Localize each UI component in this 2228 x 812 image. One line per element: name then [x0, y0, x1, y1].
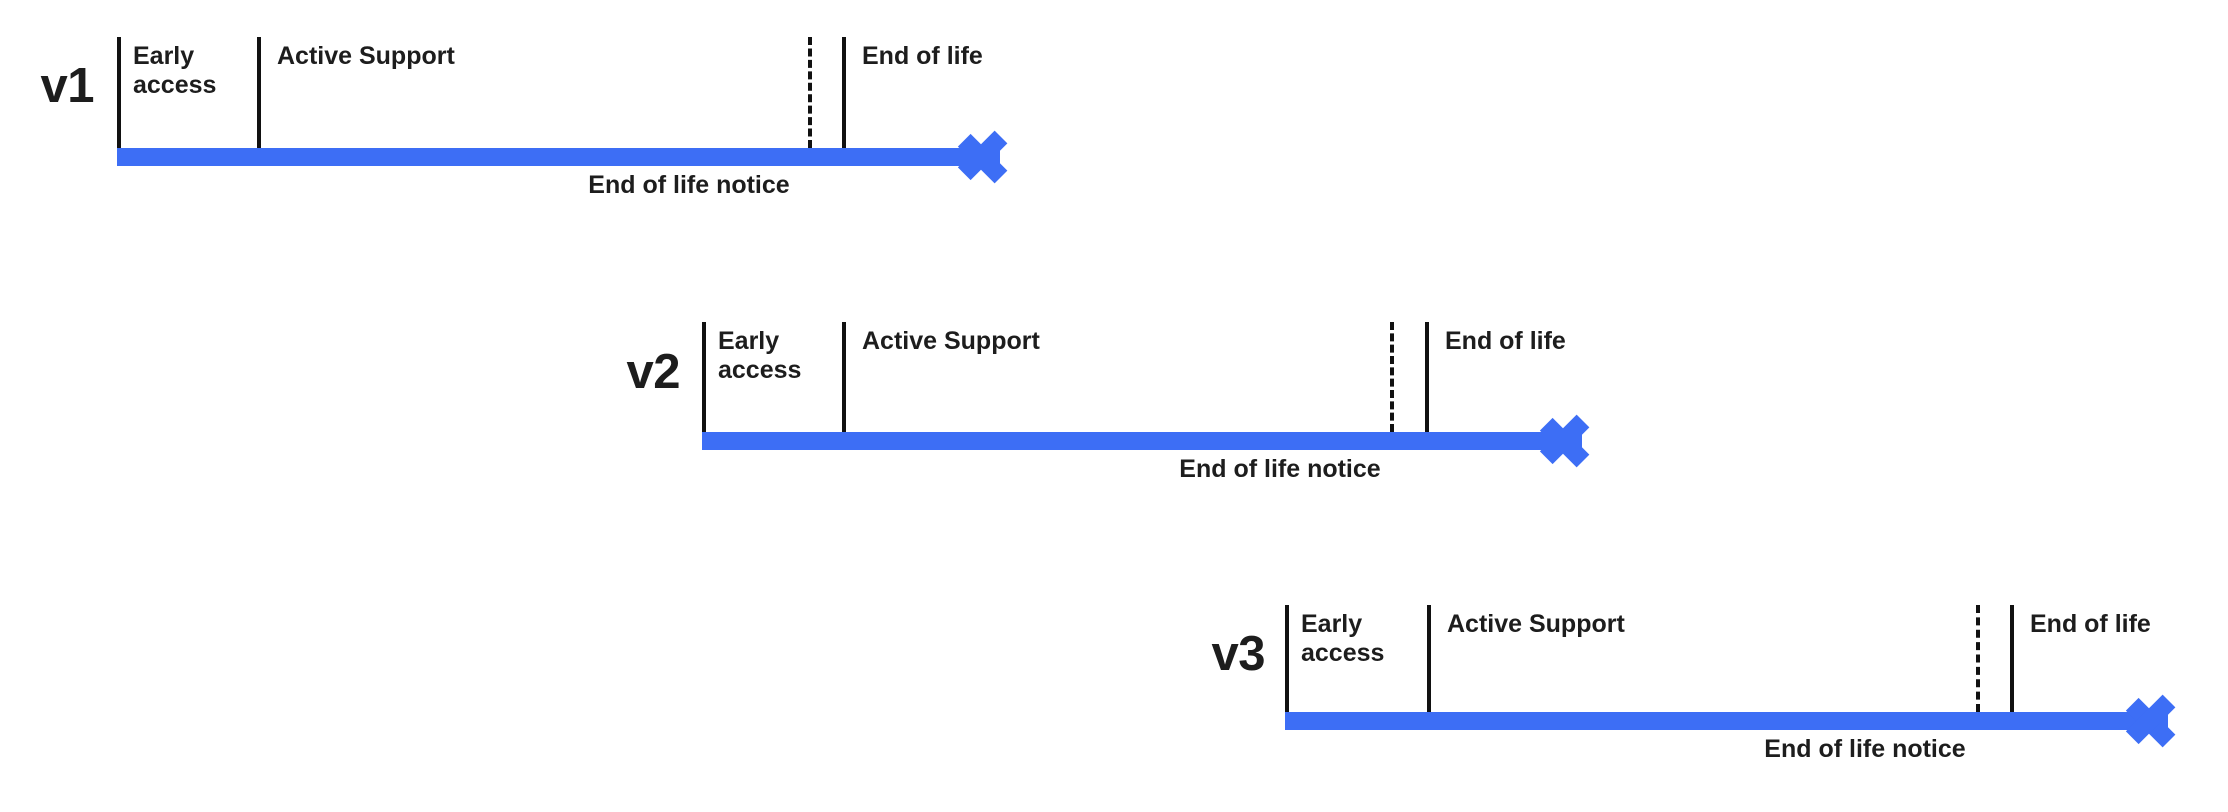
end-of-life-notice-label-v2: End of life notice [1179, 455, 1381, 483]
phase-label-end-of-life-v2: End of life [1445, 327, 1566, 355]
timeline-bar-v3 [1285, 712, 2168, 730]
timeline-arrow-head-icon-v2 [1539, 409, 1628, 473]
phase-divider-start-v1 [117, 37, 121, 148]
phase-divider-end-of-life-v2 [1425, 322, 1429, 432]
phase-divider-active-support-v2 [842, 322, 846, 432]
phase-divider-active-support-v3 [1427, 605, 1431, 712]
phase-divider-end-of-life-v1 [842, 37, 846, 148]
phase-divider-end-of-life-v3 [2010, 605, 2014, 712]
end-of-life-notice-marker-v2 [1390, 322, 1394, 432]
phase-label-end-of-life-v1: End of life [862, 42, 983, 70]
phase-divider-active-support-v1 [257, 37, 261, 148]
end-of-life-notice-label-v3: End of life notice [1764, 735, 1966, 763]
timeline-bar-v1 [117, 148, 1000, 166]
version-label-v2: v2 [626, 345, 680, 399]
version-label-v3: v3 [1211, 627, 1265, 681]
phase-label-early-access-v2: Early access [718, 327, 802, 384]
phase-label-active-support-v1: Active Support [277, 42, 455, 70]
timeline-arrow-head-icon-v3 [2125, 689, 2214, 753]
phase-divider-start-v2 [702, 322, 706, 432]
timeline-arrow-head-icon-v1 [957, 125, 1046, 189]
end-of-life-notice-label-v1: End of life notice [588, 171, 790, 199]
phase-label-early-access-v1: Early access [133, 42, 217, 99]
timeline-bar-v2 [702, 432, 1582, 450]
version-label-v1: v1 [40, 59, 94, 113]
phase-divider-start-v3 [1285, 605, 1289, 712]
phase-label-active-support-v3: Active Support [1447, 610, 1625, 638]
end-of-life-notice-marker-v1 [808, 37, 812, 148]
phase-label-active-support-v2: Active Support [862, 327, 1040, 355]
phase-label-end-of-life-v3: End of life [2030, 610, 2151, 638]
end-of-life-notice-marker-v3 [1976, 605, 1980, 712]
phase-label-early-access-v3: Early access [1301, 610, 1385, 667]
